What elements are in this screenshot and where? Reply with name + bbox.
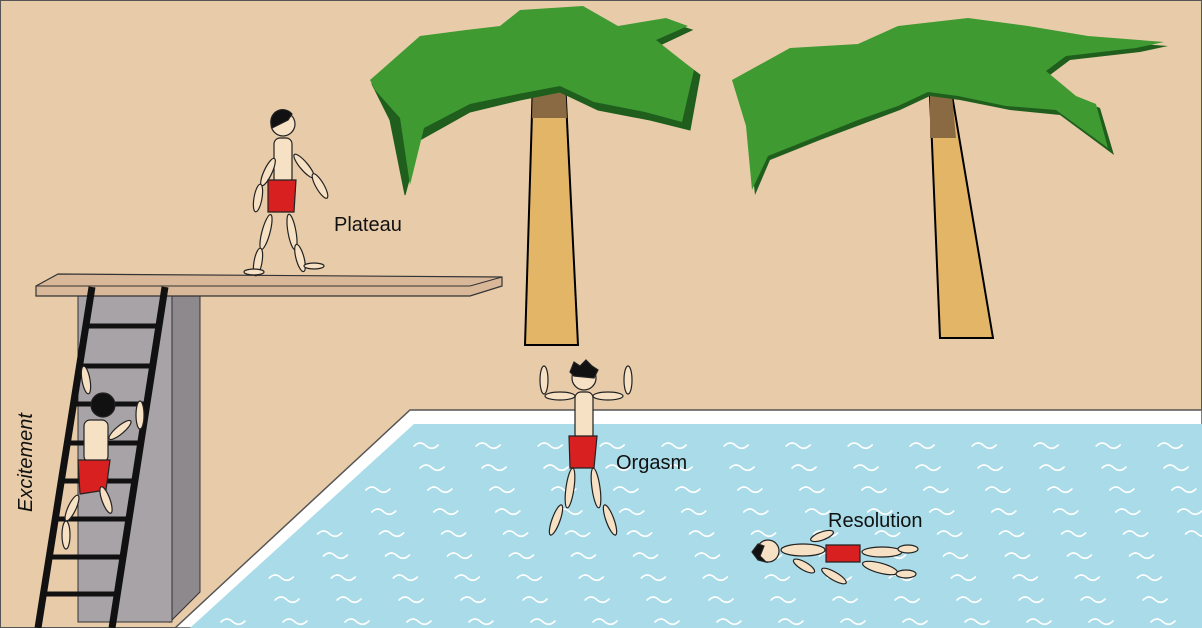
palm-tree-icon bbox=[370, 6, 701, 346]
person-figure-icon bbox=[539, 359, 633, 536]
pool-water bbox=[190, 424, 1202, 628]
swimming-pool bbox=[173, 409, 1202, 628]
label-orgasm: Orgasm bbox=[616, 452, 687, 474]
label-resolution: Resolution bbox=[828, 510, 923, 532]
person-figure-icon bbox=[243, 109, 329, 277]
diving-board bbox=[35, 273, 503, 297]
person-figure-icon bbox=[61, 365, 145, 550]
label-plateau: Plateau bbox=[334, 214, 402, 236]
person-figure-icon bbox=[751, 529, 919, 585]
label-excitement: Excitement bbox=[15, 412, 37, 512]
palm-tree-icon bbox=[732, 18, 1168, 339]
